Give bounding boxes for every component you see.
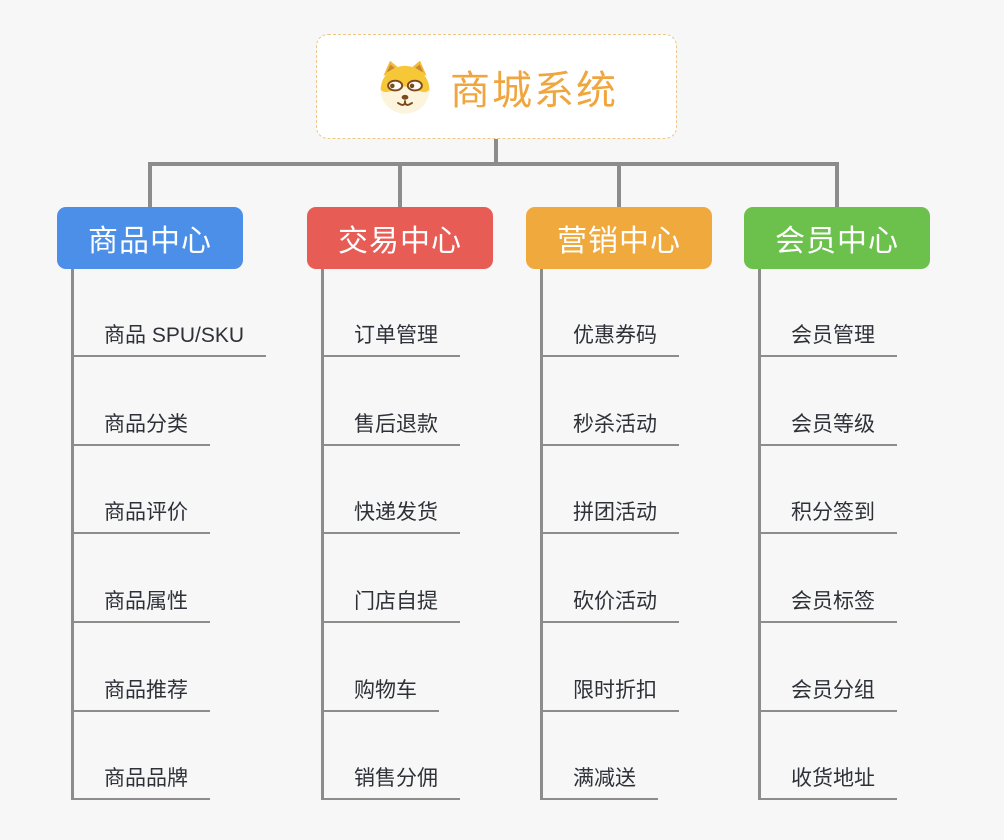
leaf-item[interactable]: 售后退款 [321, 410, 460, 446]
leaf-item[interactable]: 购物车 [321, 676, 439, 712]
leaf-item[interactable]: 会员分组 [758, 676, 897, 712]
branch-vline-product [71, 269, 74, 800]
leaf-item[interactable]: 商品评价 [71, 498, 210, 534]
branch-header-product-center[interactable]: 商品中心 [57, 207, 243, 269]
leaf-item[interactable]: 销售分佣 [321, 764, 460, 800]
leaf-item[interactable]: 优惠券码 [540, 321, 679, 357]
leaf-item[interactable]: 商品分类 [71, 410, 210, 446]
leaf-item[interactable]: 会员标签 [758, 587, 897, 623]
branch-label: 商品中心 [88, 225, 212, 258]
leaf-item[interactable]: 限时折扣 [540, 676, 679, 712]
leaf-item[interactable]: 满减送 [540, 764, 658, 800]
connector-root-stem [494, 139, 498, 166]
leaf-item[interactable]: 拼团活动 [540, 498, 679, 534]
leaf-item[interactable]: 收货地址 [758, 764, 897, 800]
leaf-item[interactable]: 砍价活动 [540, 587, 679, 623]
branch-vline-marketing [540, 269, 543, 800]
root-node-mall-system[interactable]: 商城系统 [316, 34, 677, 139]
leaf-item[interactable]: 会员等级 [758, 410, 897, 446]
leaf-item[interactable]: 秒杀活动 [540, 410, 679, 446]
branch-marketing-center: 营销中心 优惠券码 秒杀活动 拼团活动 砍价活动 限时折扣 满减送 [526, 207, 766, 800]
leaf-item[interactable]: 快递发货 [321, 498, 460, 534]
branch-label: 交易中心 [338, 225, 462, 258]
leaf-item[interactable]: 会员管理 [758, 321, 897, 357]
connector-drop-member [835, 162, 839, 210]
leaf-item[interactable]: 商品属性 [71, 587, 210, 623]
leaf-item[interactable]: 商品 SPU/SKU [71, 321, 267, 357]
branch-vline-trade [321, 269, 324, 800]
branch-label: 会员中心 [775, 225, 899, 258]
branch-trade-center: 交易中心 订单管理 售后退款 快递发货 门店自提 购物车 销售分佣 [307, 207, 547, 800]
branch-header-trade-center[interactable]: 交易中心 [307, 207, 493, 269]
shiba-dog-icon [380, 60, 430, 114]
leaf-item[interactable]: 订单管理 [321, 321, 460, 357]
branch-vline-member [758, 269, 761, 800]
branch-header-marketing-center[interactable]: 营销中心 [526, 207, 712, 269]
branch-member-center: 会员中心 会员管理 会员等级 积分签到 会员标签 会员分组 收货地址 [744, 207, 984, 800]
branch-product-center: 商品中心 商品 SPU/SKU 商品分类 商品评价 商品属性 商品推荐 商品品牌 [57, 207, 297, 800]
leaf-item[interactable]: 商品品牌 [71, 764, 210, 800]
connector-drop-product [148, 162, 152, 210]
leaf-item[interactable]: 门店自提 [321, 587, 460, 623]
connector-drop-trade [398, 162, 402, 210]
connector-horizontal-bar [148, 162, 839, 166]
root-title: 商城系统 [450, 68, 618, 113]
branch-header-member-center[interactable]: 会员中心 [744, 207, 930, 269]
connector-drop-marketing [617, 162, 621, 210]
leaf-item[interactable]: 积分签到 [758, 498, 897, 534]
branch-label: 营销中心 [557, 225, 681, 258]
leaf-item[interactable]: 商品推荐 [71, 676, 210, 712]
